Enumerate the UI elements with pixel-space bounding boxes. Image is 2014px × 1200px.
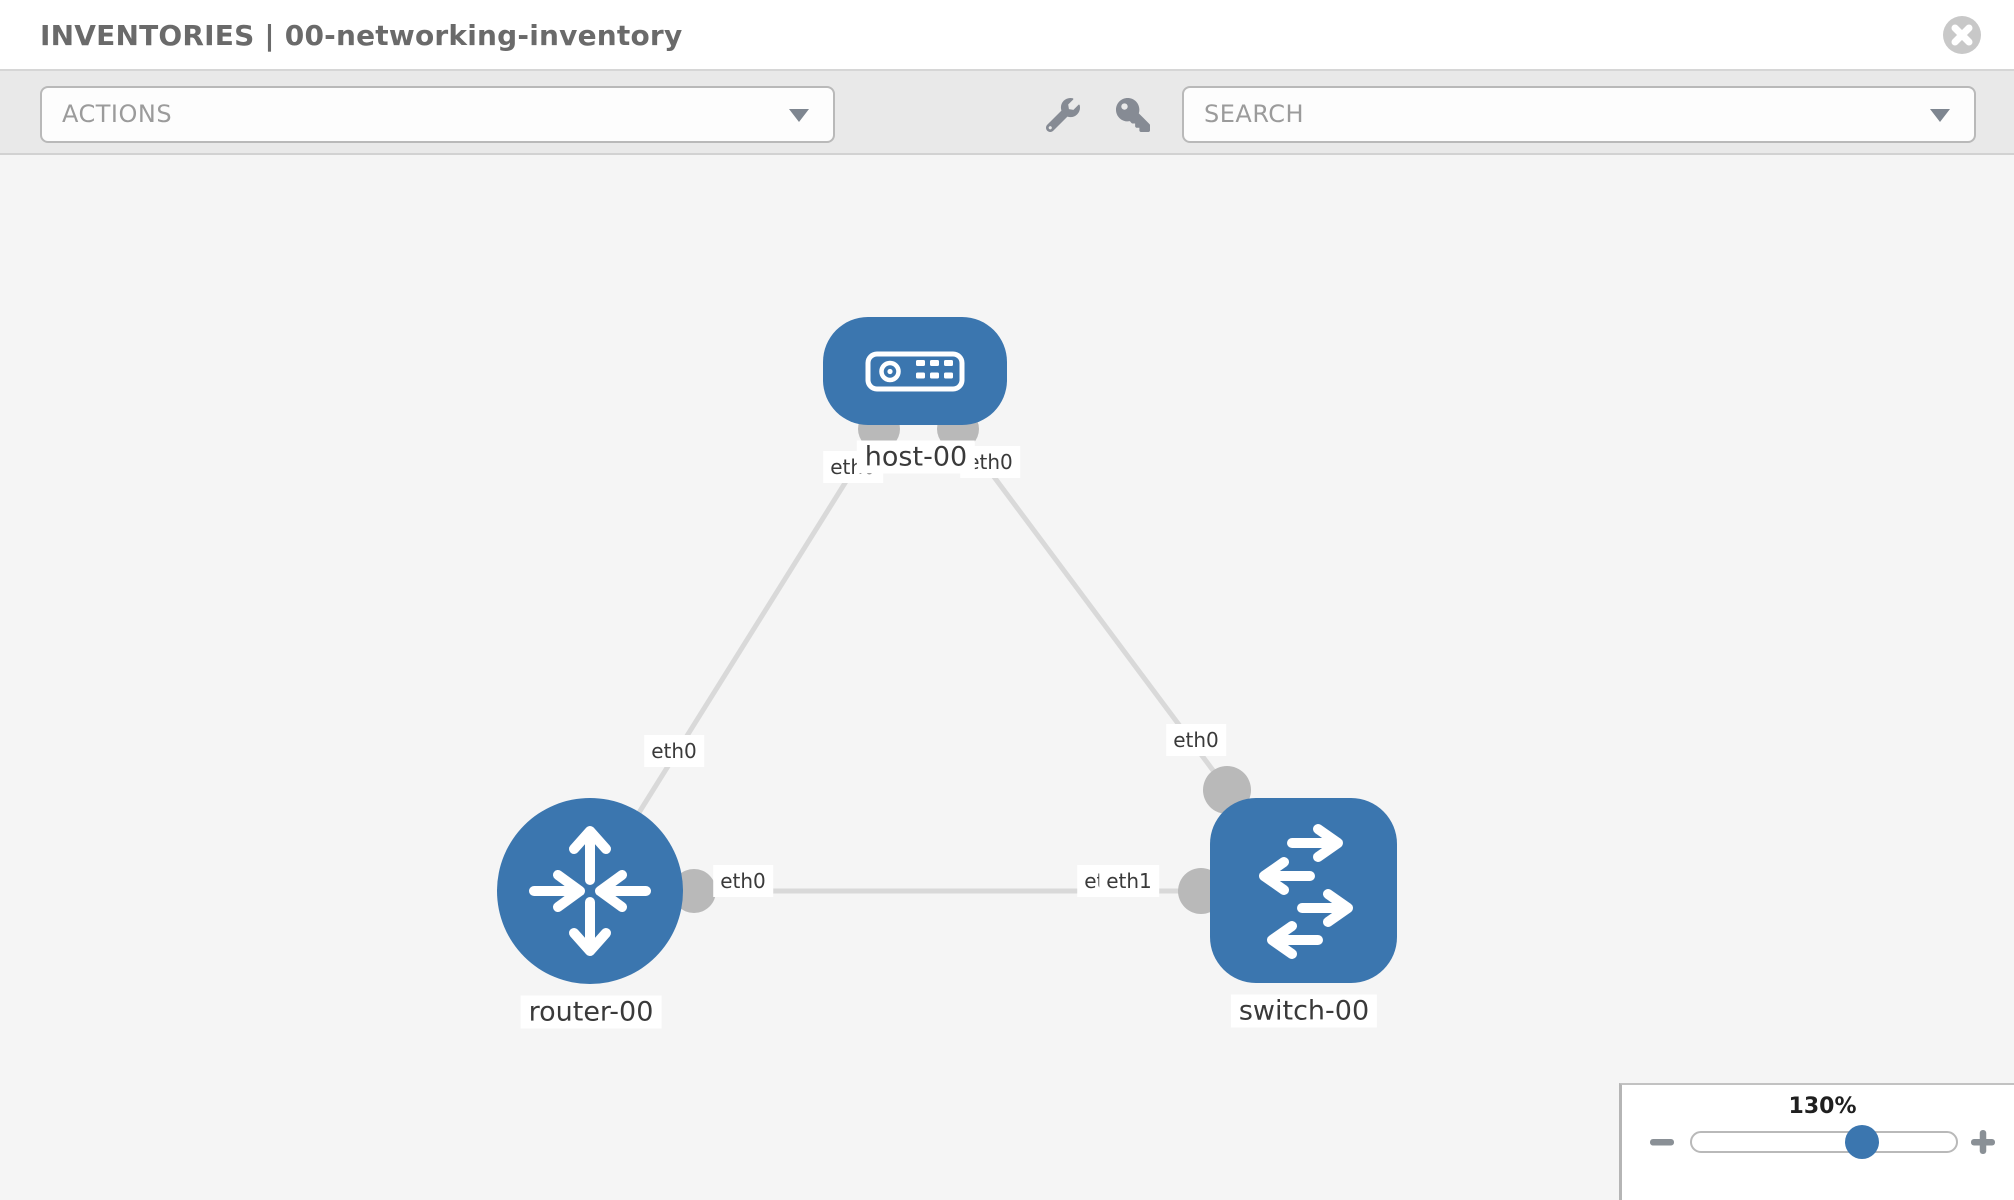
- plus-icon: [1971, 1130, 1995, 1154]
- wrench-icon: [1045, 97, 1080, 133]
- zoom-out-button[interactable]: [1648, 1128, 1676, 1156]
- interface-label: eth1: [1099, 865, 1159, 897]
- search-dropdown-label: SEARCH: [1204, 100, 1305, 128]
- node-host-00[interactable]: [823, 317, 1007, 425]
- interface-dot[interactable]: [672, 869, 716, 913]
- chevron-down-icon: [789, 109, 809, 122]
- chevron-down-icon: [1930, 109, 1950, 122]
- toolbar: ACTIONS SEARCH: [0, 71, 2014, 155]
- actions-dropdown[interactable]: ACTIONS: [40, 86, 835, 143]
- topology-canvas[interactable]: [0, 155, 2014, 1200]
- node-label-router: router-00: [520, 995, 662, 1029]
- node-label-host: host-00: [856, 440, 976, 474]
- page-title: INVENTORIES | 00-networking-inventory: [40, 19, 683, 52]
- switch-icon: [1259, 824, 1353, 959]
- zoom-in-button[interactable]: [1969, 1128, 1997, 1156]
- topology-svg: [497, 317, 1397, 984]
- panel-header: INVENTORIES | 00-networking-inventory: [0, 0, 2014, 71]
- close-icon: [1943, 16, 1981, 54]
- zoom-level-value: 130%: [1788, 1094, 1857, 1119]
- router-icon: [529, 826, 651, 956]
- actions-dropdown-label: ACTIONS: [62, 100, 173, 128]
- interface-label: eth0: [713, 865, 773, 897]
- zoom-slider-thumb[interactable]: [1845, 1125, 1880, 1159]
- node-label-switch: switch-00: [1230, 994, 1378, 1028]
- search-dropdown[interactable]: SEARCH: [1182, 86, 1976, 143]
- node-router-00[interactable]: [497, 798, 683, 984]
- host-icon: [865, 351, 965, 392]
- configure-button[interactable]: [1045, 97, 1080, 133]
- zoom-slider[interactable]: [1690, 1125, 1958, 1159]
- interface-label: eth0: [644, 735, 704, 767]
- close-button[interactable]: [1943, 16, 1981, 54]
- node-switch-00[interactable]: [1210, 798, 1397, 983]
- interface-label: eth0: [1166, 724, 1226, 756]
- key-icon: [1116, 98, 1150, 132]
- minus-icon: [1650, 1139, 1674, 1146]
- credentials-button[interactable]: [1116, 98, 1150, 132]
